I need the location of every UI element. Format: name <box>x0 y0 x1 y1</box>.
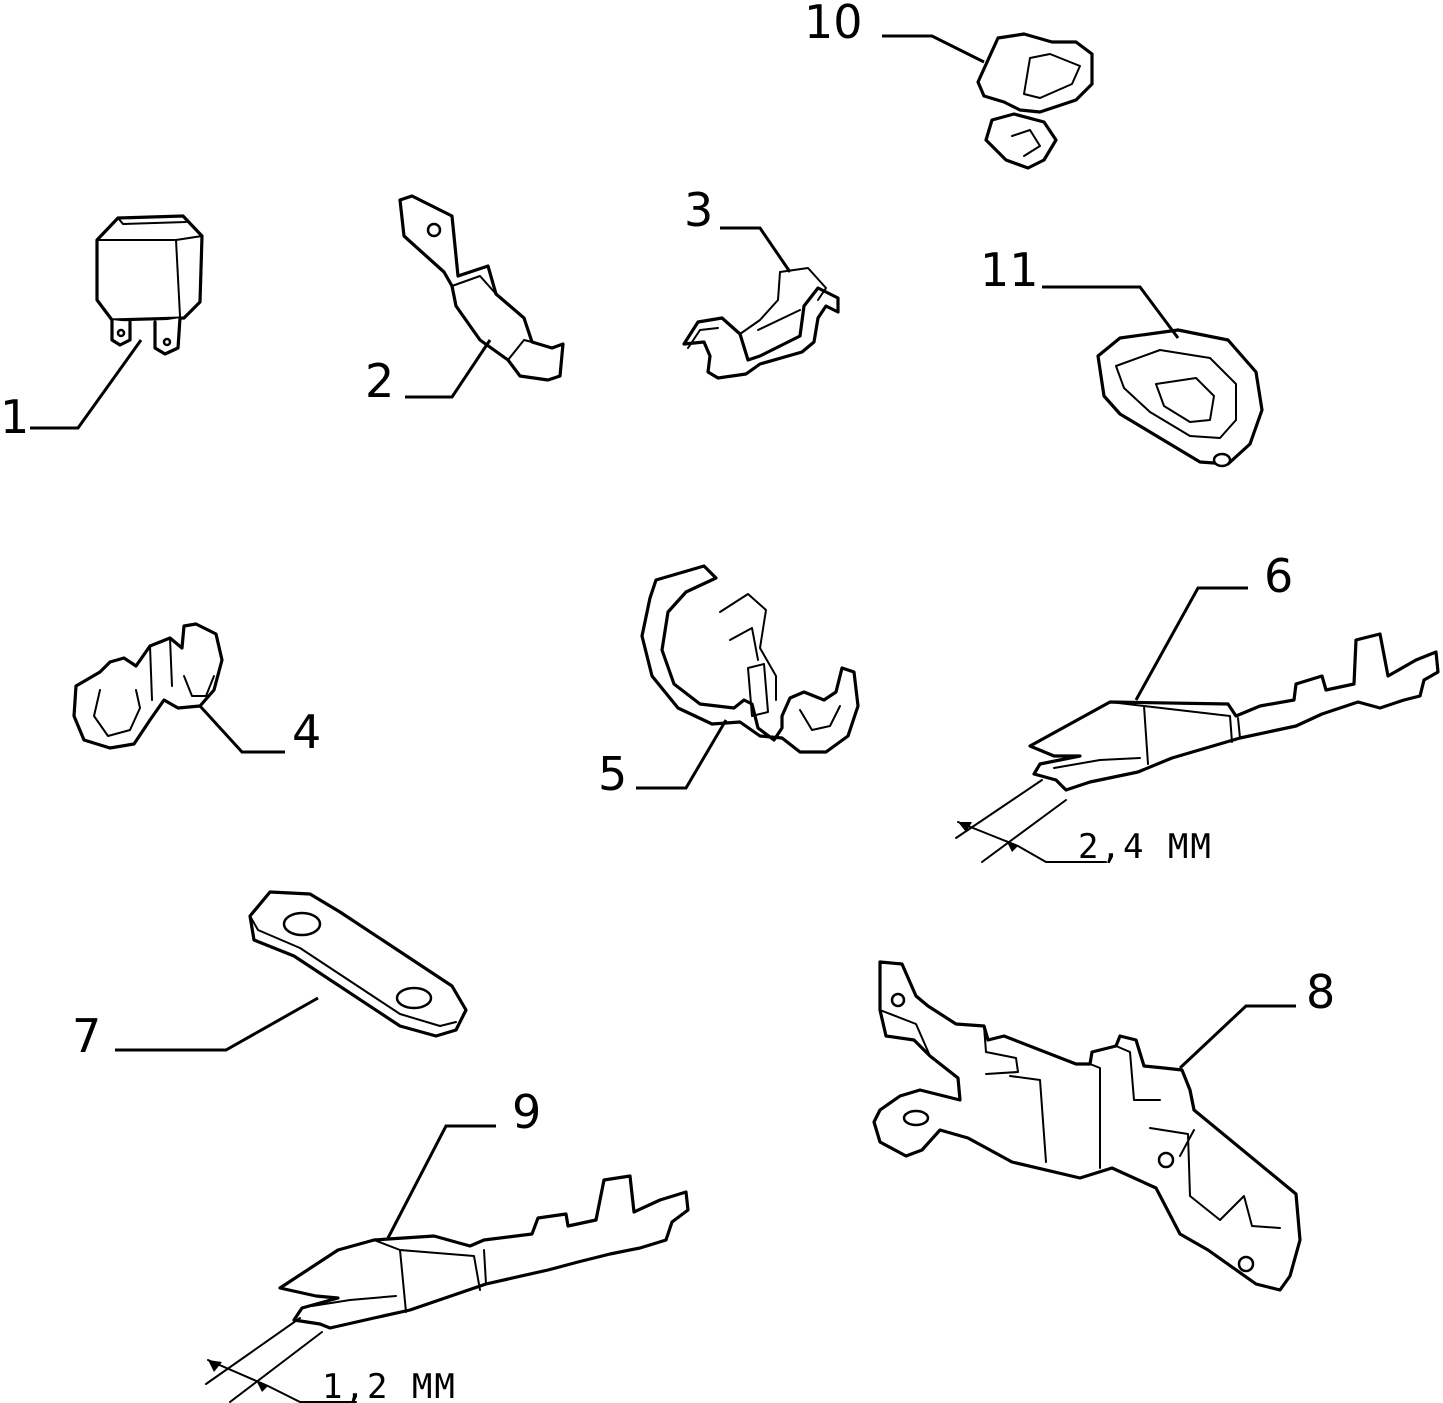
callout-4: 4 <box>198 704 321 759</box>
dimension-9-label: 1,2 MM <box>322 1367 457 1403</box>
callout-1-label: 1 <box>0 390 29 444</box>
callout-2: 2 <box>365 339 492 408</box>
callout-11-label: 11 <box>980 243 1039 297</box>
callout-8-label: 8 <box>1306 965 1335 1019</box>
callout-3: 3 <box>684 183 792 273</box>
dimension-6: 2,4 MM <box>955 779 1213 867</box>
callout-1: 1 <box>0 339 143 444</box>
callout-5-label: 5 <box>598 747 627 801</box>
part-3-clip <box>682 267 840 380</box>
callout-3-label: 3 <box>684 183 713 237</box>
part-6-terminal <box>1028 632 1440 792</box>
callout-10: 10 <box>804 0 985 64</box>
dimension-6-label: 2,4 MM <box>1078 827 1213 867</box>
callout-9-label: 9 <box>512 1085 541 1139</box>
callout-6: 6 <box>1134 549 1293 701</box>
part-9-terminal <box>278 1174 690 1330</box>
callout-6-label: 6 <box>1264 549 1293 603</box>
part-7-link <box>248 890 468 1038</box>
callout-2-label: 2 <box>365 354 394 408</box>
callout-8: 8 <box>1178 965 1335 1070</box>
part-5-clip <box>640 564 860 754</box>
callout-10-label: 10 <box>804 0 863 49</box>
part-11-grommet <box>1096 328 1264 468</box>
callout-7: 7 <box>72 996 319 1063</box>
dimension-9: 1,2 MM <box>205 1317 457 1403</box>
part-10-clip <box>976 32 1094 170</box>
callout-11: 11 <box>980 243 1180 339</box>
callout-9: 9 <box>386 1085 541 1239</box>
callout-7-label: 7 <box>72 1009 101 1063</box>
callout-5: 5 <box>598 719 728 801</box>
part-4-clip <box>72 622 224 750</box>
part-1-relay <box>95 214 204 356</box>
part-8-bracket <box>872 960 1302 1292</box>
callout-4-label: 4 <box>292 705 321 759</box>
part-2-terminal <box>398 194 565 382</box>
